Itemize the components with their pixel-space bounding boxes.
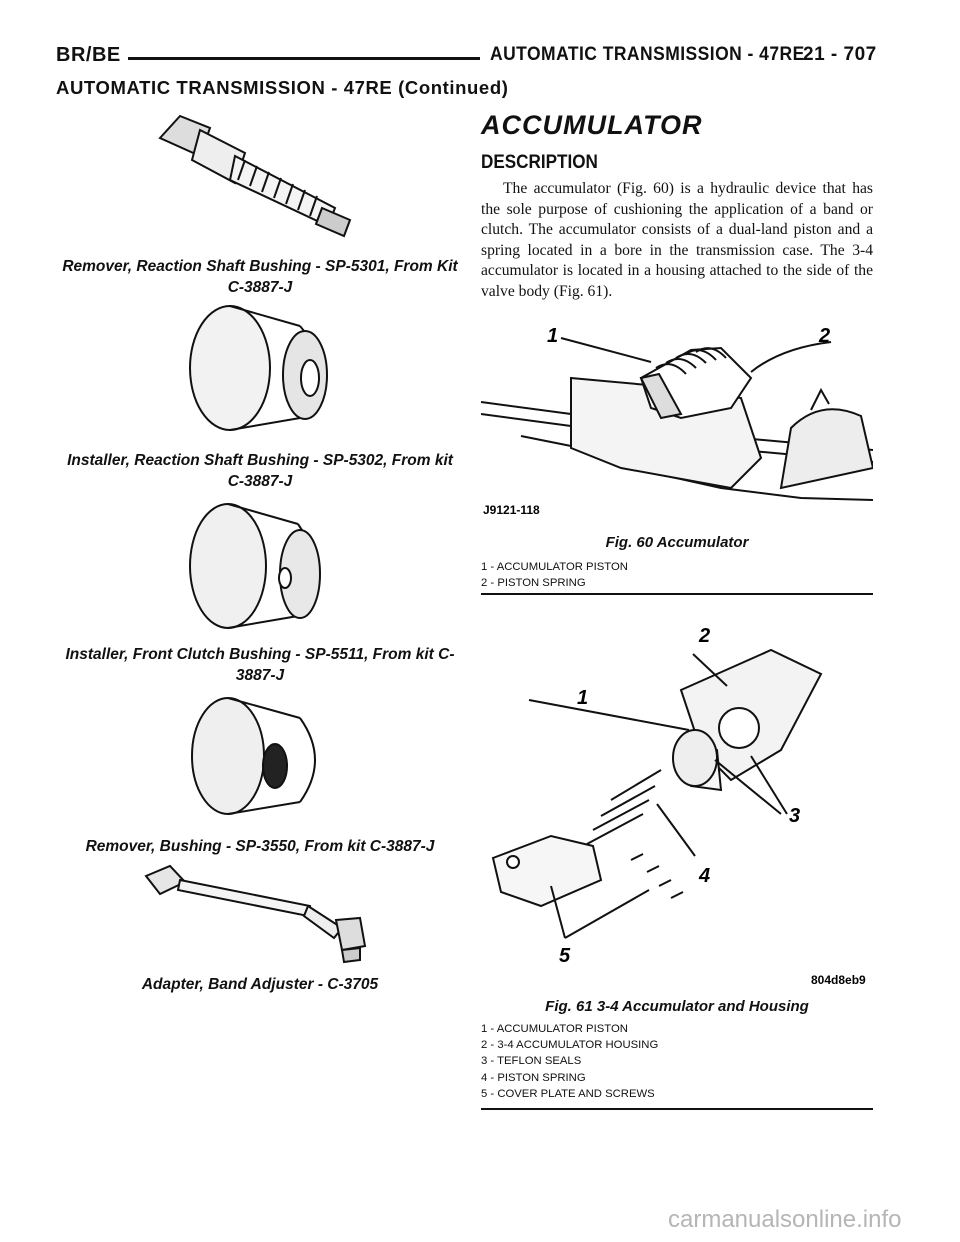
fig61-callout-1: 1 — [577, 687, 588, 709]
description-paragraph: The accumulator (Fig. 60) is a hydraulic… — [481, 180, 873, 300]
header-title: AUTOMATIC TRANSMISSION - 47RE — [490, 44, 805, 65]
threaded-remover-icon — [158, 114, 352, 238]
tool-installer-reaction-shaft: Installer, Reaction Shaft Bushing - SP-5… — [60, 300, 460, 490]
header-rule — [128, 57, 480, 60]
legend-item: 2 - PISTON SPRING — [481, 577, 586, 590]
fig60-callout-2: 2 — [818, 325, 830, 347]
fig61-legend: 1 - ACCUMULATOR PISTON 2 - 3-4 ACCUMULAT… — [481, 1021, 658, 1102]
section-subtitle: DESCRIPTION — [481, 152, 598, 173]
tool-band-adjuster-adapter: Adapter, Band Adjuster - C-3705 — [60, 858, 460, 998]
bushing-remover-icon — [191, 697, 316, 815]
bushing-installer-icon — [189, 305, 328, 431]
legend-item: 5 - COVER PLATE AND SCREWS — [481, 1087, 655, 1100]
tool-remover-bushing: Remover, Bushing - SP-3550, From kit C-3… — [60, 690, 460, 860]
page-number: 21 - 707 — [803, 44, 877, 65]
fig60-legend: 1 - ACCUMULATOR PISTON 2 - PISTON SPRING — [481, 559, 628, 591]
watermark: carmanualsonline.info — [668, 1206, 902, 1233]
tool-caption: Remover, Reaction Shaft Bushing - SP-530… — [62, 258, 458, 296]
legend-item: 1 - ACCUMULATOR PISTON — [481, 561, 628, 573]
fig60-image-code: J9121-118 — [483, 503, 540, 517]
fig60-callout-1: 1 — [547, 325, 558, 347]
fig61-callout-2: 2 — [698, 625, 710, 647]
legend-item: 4 - PISTON SPRING — [481, 1071, 586, 1084]
tool-caption: Adapter, Band Adjuster - C-3705 — [141, 976, 379, 993]
tool-caption: Installer, Front Clutch Bushing - SP-551… — [65, 646, 455, 684]
fig61-caption: Fig. 61 3-4 Accumulator and Housing — [545, 998, 809, 1015]
fig61-rule — [481, 1108, 873, 1110]
tool-caption: Remover, Bushing - SP-3550, From kit C-3… — [85, 838, 435, 855]
tool-remover-reaction-shaft: Remover, Reaction Shaft Bushing - SP-530… — [60, 108, 460, 298]
figure-60: 1 2 J9121-118 Fig. 60 Accumulator — [481, 318, 873, 551]
clutch-bushing-installer-icon — [189, 503, 321, 629]
figure-61: 2 1 3 4 5 804d8eb9 Fig. 61 3-4 Accumulat… — [481, 610, 873, 1015]
continued-title: AUTOMATIC TRANSMISSION - 47RE (Continued… — [56, 77, 509, 98]
legend-item: 2 - 3-4 ACCUMULATOR HOUSING — [481, 1039, 659, 1052]
fig61-callout-5: 5 — [559, 945, 571, 967]
section-title: ACCUMULATOR — [481, 110, 703, 140]
tool-installer-front-clutch: Installer, Front Clutch Bushing - SP-551… — [60, 496, 460, 686]
legend-item: 1 - ACCUMULATOR PISTON — [481, 1023, 628, 1035]
band-adjuster-adapter-icon — [144, 864, 367, 964]
accumulator-illustration: 1 2 J9121-118 — [481, 325, 873, 517]
fig61-callout-3: 3 — [789, 805, 800, 827]
fig60-rule — [481, 593, 873, 595]
fig61-image-code: 804d8eb9 — [811, 973, 866, 987]
header-left: BR/BE — [56, 44, 121, 66]
fig60-caption: Fig. 60 Accumulator — [605, 534, 749, 551]
accumulator-housing-illustration: 2 1 3 4 5 804d8eb9 — [491, 625, 866, 987]
fig61-callout-4: 4 — [698, 865, 710, 887]
tool-caption: Installer, Reaction Shaft Bushing - SP-5… — [67, 452, 453, 490]
legend-item: 3 - TEFLON SEALS — [481, 1055, 582, 1068]
